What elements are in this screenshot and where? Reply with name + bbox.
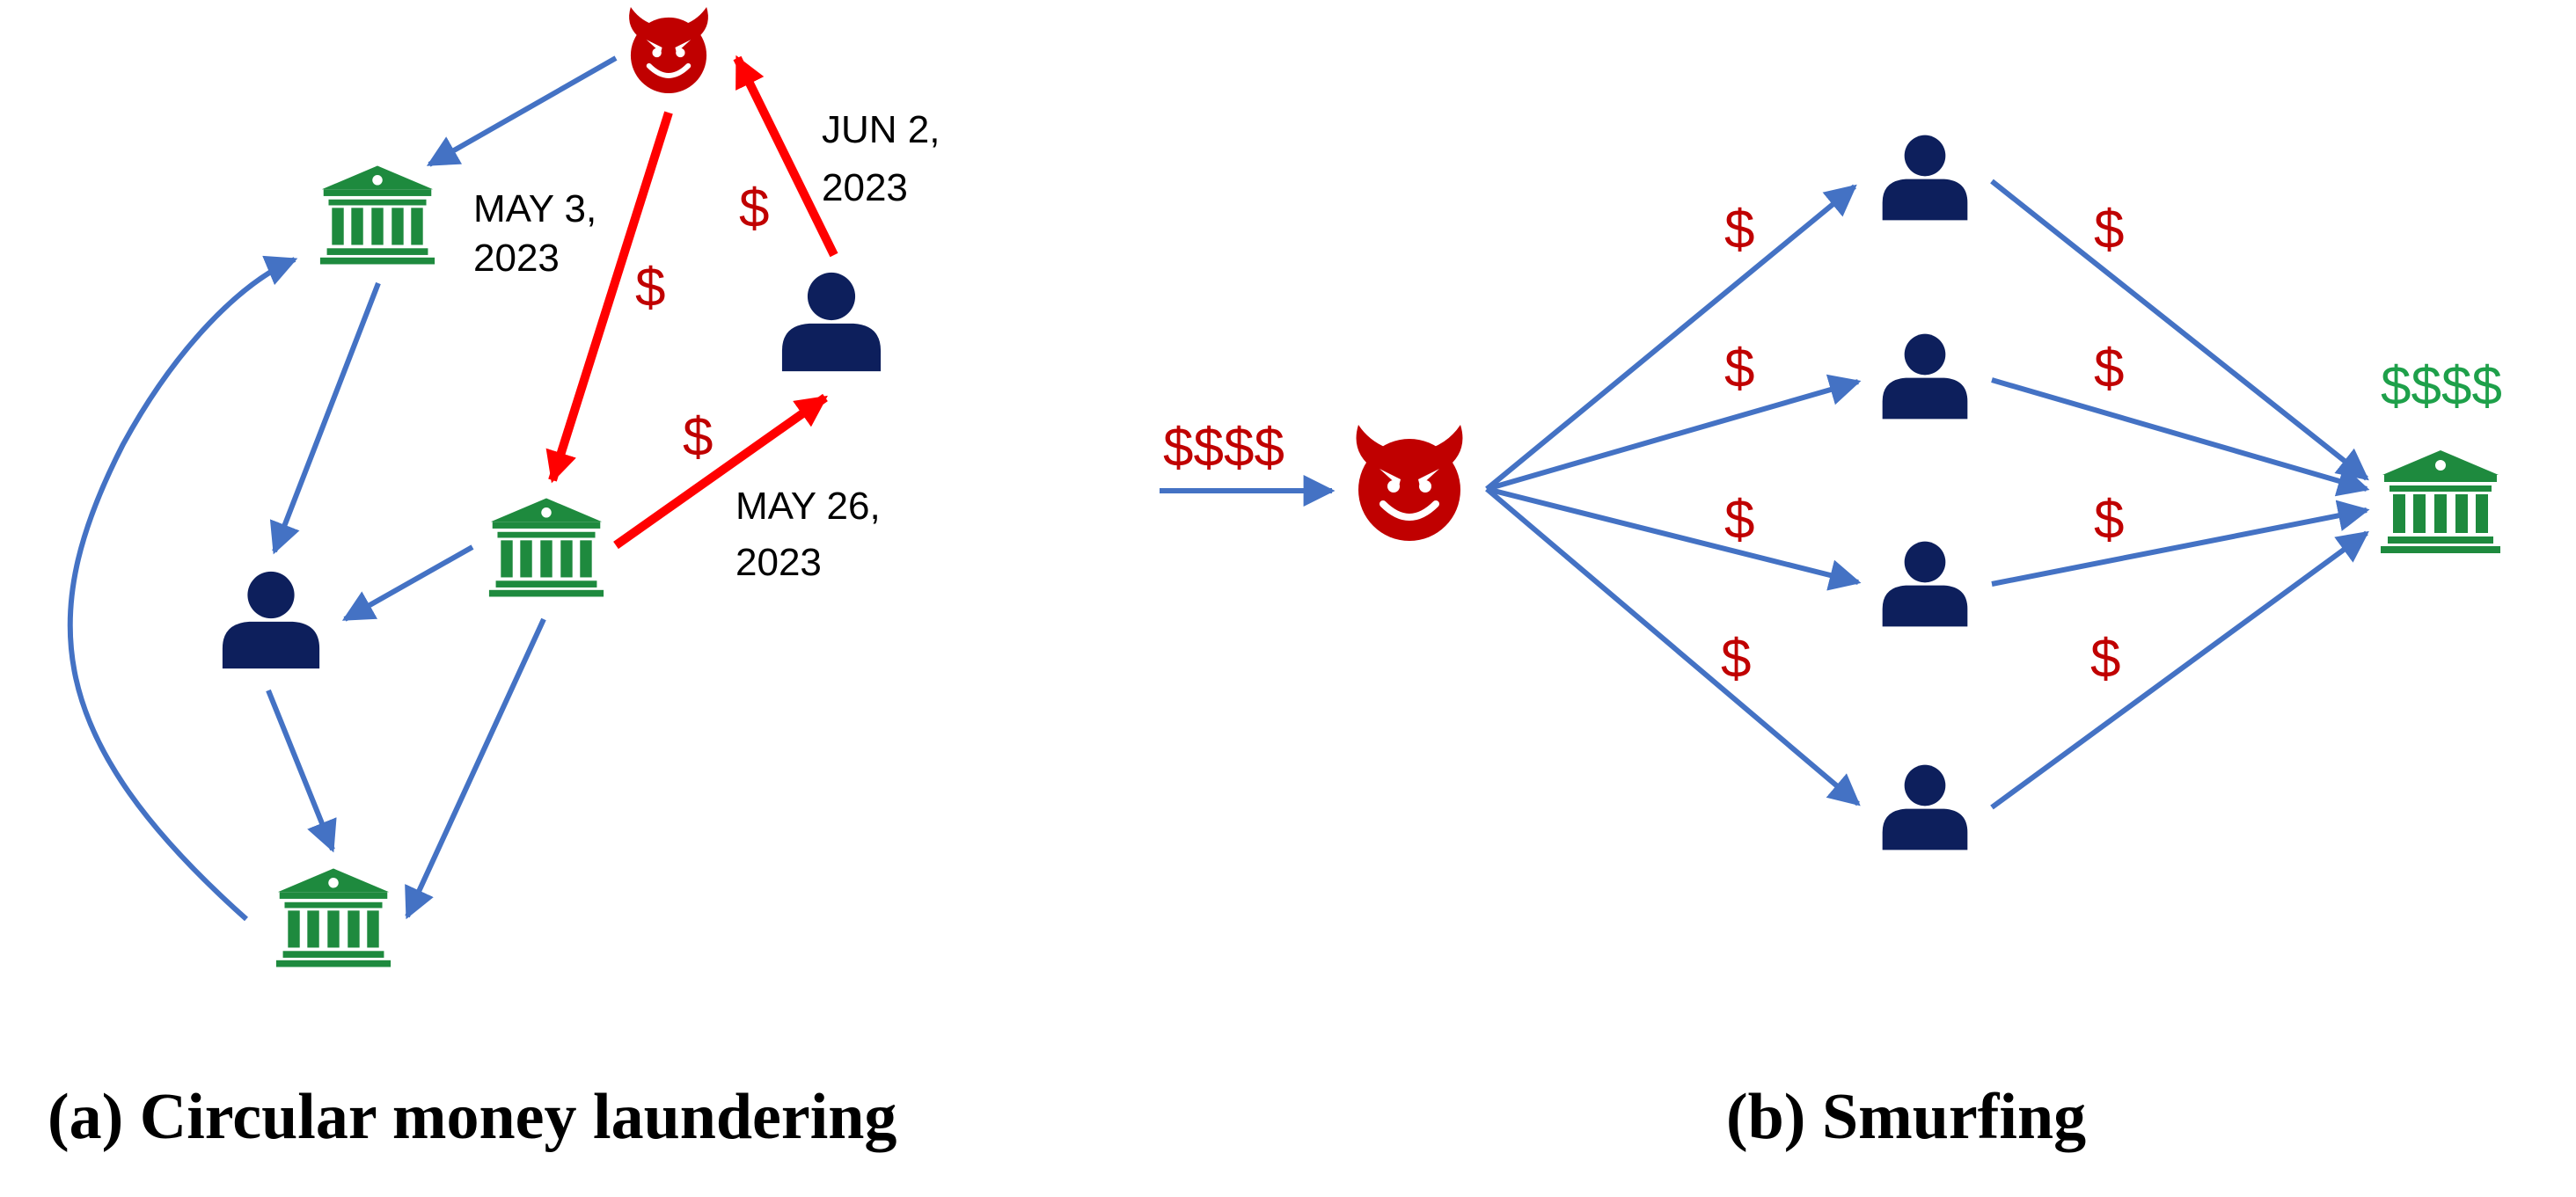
devil-icon: [1357, 425, 1463, 541]
arrow-devil-to-bank-mid: [545, 111, 673, 484]
date-line: 2023: [822, 166, 908, 209]
arrow-bank-mid-to-person-right: [613, 393, 828, 550]
arrow-person-left-to-bank-bottom: [266, 689, 337, 853]
input-amount-label: $$$$: [1163, 418, 1284, 478]
arrow-person-2-to-bank: [1991, 377, 2370, 497]
deposit-amount-label: $: [2094, 339, 2124, 399]
arrow-devil-to-person-1: [1485, 184, 1857, 492]
panel-a: $ $ $ MAY 3, 2023 MAY 26, 2023 JUN 2, 20…: [48, 7, 951, 1153]
amount-label: $: [739, 179, 769, 239]
date-label: JUN 2, 2023: [822, 108, 951, 209]
person-icon: [1882, 541, 1968, 627]
deposit-amount-label: $: [2094, 490, 2124, 551]
arrow-devil-to-person-4: [1485, 486, 1861, 807]
date-line: MAY 26,: [735, 485, 881, 528]
split-amount-label: $: [1724, 490, 1754, 551]
bank-icon: [275, 868, 392, 967]
arrow-person-right-to-devil: [733, 55, 838, 258]
arrow-bank-bottom-loop-to-bank-top: [67, 255, 298, 922]
bank-icon: [488, 498, 604, 597]
date-label: MAY 3, 2023: [473, 187, 607, 280]
deposit-amount-label: $: [2094, 200, 2124, 260]
panel-a-laundering-arrows: [545, 55, 838, 550]
bank-icon: [319, 165, 435, 265]
date-line: JUN 2,: [822, 108, 940, 151]
panel-b: $$$$ $$$$ $ $ $ $ $ $ $ $ (b) Smurfing: [1160, 135, 2502, 1153]
person-icon: [781, 272, 882, 372]
person-icon: [1882, 333, 1968, 420]
output-amount-label: $$$$: [2381, 356, 2502, 417]
arrow-person-1-to-bank: [1990, 179, 2369, 481]
panel-b-caption: (b) Smurfing: [1726, 1081, 2086, 1153]
person-icon: [222, 571, 320, 669]
arrow-bank-mid-to-bank-bottom: [405, 617, 546, 920]
person-icon: [1882, 135, 1968, 221]
amount-label: $: [635, 258, 665, 318]
date-label: MAY 26, 2023: [735, 485, 891, 584]
bank-icon: [2381, 450, 2500, 553]
split-amount-label: $: [1724, 200, 1754, 260]
person-icon: [1882, 764, 1968, 850]
date-line: MAY 3,: [473, 187, 596, 230]
arrow-person-3-to-bank: [1991, 500, 2370, 587]
split-amount-label: $: [1721, 629, 1751, 690]
date-line: 2023: [735, 541, 822, 584]
arrow-person-4-to-bank: [1990, 530, 2369, 810]
split-amount-label: $: [1724, 339, 1754, 399]
panel-b-flow-arrows: [1160, 179, 2370, 810]
arrow-devil-to-person-2: [1486, 374, 1862, 492]
arrow-devil-to-bank-top: [426, 55, 618, 167]
arrow-devil-to-person-3: [1486, 486, 1862, 591]
amount-label: $: [683, 407, 713, 468]
deposit-amount-label: $: [2090, 629, 2120, 690]
arrow-bank-top-to-person-left: [269, 281, 381, 555]
panel-a-caption: (a) Circular money laundering: [48, 1081, 896, 1153]
date-line: 2023: [473, 237, 560, 280]
panel-a-flow-arrows: [67, 55, 618, 922]
arrow-bank-mid-to-person-left: [341, 544, 474, 622]
devil-icon: [629, 7, 708, 93]
